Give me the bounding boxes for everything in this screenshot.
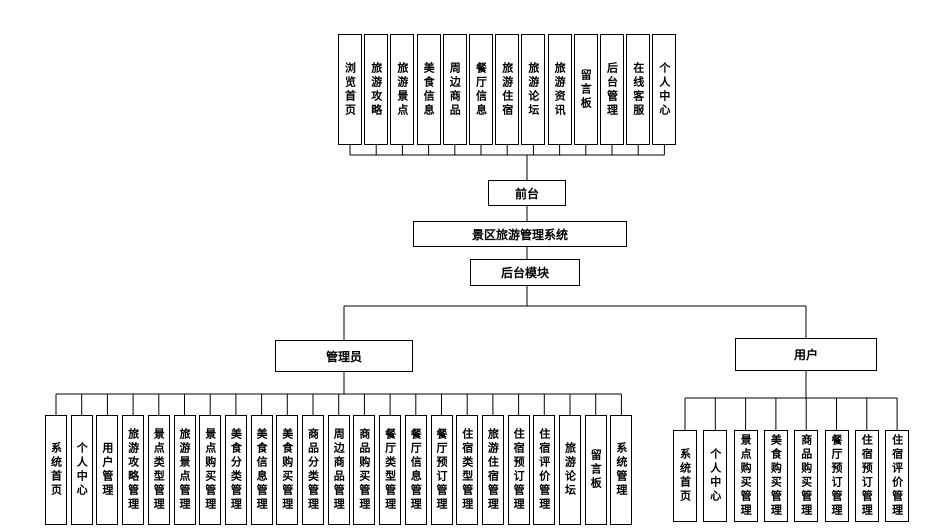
admin-item-box: 留言板 — [584, 415, 607, 525]
admin-item-box: 景点类型管理 — [147, 415, 170, 525]
user-node: 用户 — [735, 338, 877, 371]
front-item-box: 浏览首页 — [338, 34, 362, 145]
front-item-box: 旅游攻略 — [364, 34, 389, 145]
front-item-box: 周边商品 — [442, 34, 467, 145]
user-item-box: 住宿评价管理 — [885, 430, 910, 522]
admin-item-box: 旅游攻略管理 — [122, 415, 145, 525]
front-item-box: 餐厅信息 — [469, 34, 493, 145]
admin-item-box: 餐厅类型管理 — [379, 415, 402, 525]
system-node: 景区旅游管理系统 — [413, 221, 627, 247]
admin-item-box: 美食购买管理 — [276, 415, 299, 525]
user-item-box: 住宿预订管理 — [854, 430, 879, 522]
user-item-box: 餐厅预订管理 — [824, 430, 849, 522]
front-item-box: 旅游论坛 — [521, 34, 546, 145]
front-item-box: 旅游景点 — [390, 34, 415, 145]
admin-item-box: 旅游景点管理 — [173, 415, 196, 525]
backend-node: 后台模块 — [470, 259, 580, 286]
admin-item-box: 周边商品管理 — [327, 415, 350, 525]
admin-item-box: 住宿评价管理 — [533, 415, 556, 525]
admin-item-box: 系统首页 — [45, 415, 67, 525]
admin-item-box: 景点购买管理 — [199, 415, 222, 525]
admin-item-box: 餐厅信息管理 — [404, 415, 427, 525]
front-node: 前台 — [488, 180, 566, 206]
admin-node: 管理员 — [275, 340, 413, 372]
admin-item-box: 美食分类管理 — [224, 415, 247, 525]
front-item-box: 美食信息 — [416, 34, 441, 145]
admin-item-box: 住宿预订管理 — [507, 415, 530, 525]
admin-item-box: 商品购买管理 — [353, 415, 376, 525]
front-item-box: 在线客服 — [626, 34, 651, 145]
admin-item-box: 旅游住宿管理 — [481, 415, 504, 525]
user-item-box: 美食购买管理 — [763, 430, 788, 522]
front-item-box: 旅游资讯 — [547, 34, 572, 145]
admin-item-box: 个人中心 — [70, 415, 93, 525]
admin-item-box: 旅游论坛 — [559, 415, 581, 525]
admin-item-box: 美食信息管理 — [250, 415, 273, 525]
admin-item-box: 商品分类管理 — [302, 415, 324, 525]
front-item-box: 个人中心 — [652, 34, 677, 145]
front-item-box: 留言板 — [573, 34, 598, 145]
admin-item-box: 住宿类型管理 — [456, 415, 479, 525]
user-item-box: 景点购买管理 — [733, 430, 758, 522]
front-item-box: 旅游住宿 — [495, 34, 520, 145]
admin-item-box: 餐厅预订管理 — [430, 415, 453, 525]
user-item-box: 系统首页 — [673, 430, 697, 522]
user-item-box: 商品购买管理 — [794, 430, 819, 522]
admin-item-box: 用户管理 — [96, 415, 119, 525]
front-item-box: 后台管理 — [600, 34, 624, 145]
user-item-box: 个人中心 — [703, 430, 728, 522]
admin-item-box: 系统管理 — [610, 415, 633, 525]
